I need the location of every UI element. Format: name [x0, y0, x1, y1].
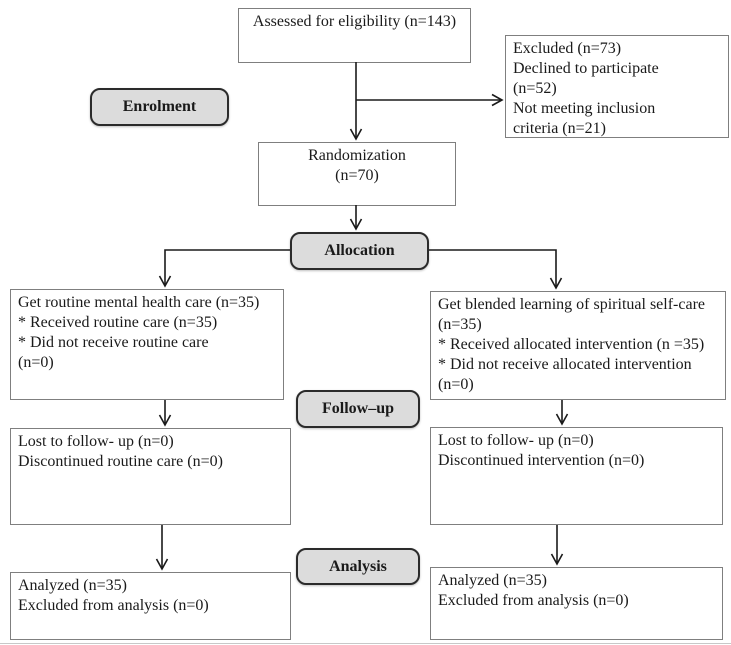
box-text-line: (n=70): [335, 167, 379, 184]
box-text-line: * Did not receive allocated intervention: [438, 356, 692, 373]
stage-label-followup: Follow–up: [296, 390, 420, 428]
box-text-line: Excluded from analysis (n=0): [438, 592, 629, 609]
box-text-line: Analyzed (n=35): [438, 572, 547, 589]
stage-label-enrolment-text: Enrolment: [122, 98, 197, 115]
stage-label-allocation-text: Allocation: [324, 242, 395, 259]
box-text-line: Assessed for eligibility (n=143): [252, 13, 457, 30]
stage-label-analysis: Analysis: [296, 548, 420, 585]
box-text-line: criteria (n=21): [513, 120, 606, 137]
box-control-analysis: Analyzed (n=35) Excluded from analysis (n…: [10, 572, 291, 640]
box-intervention-followup: Lost to follow- up (n=0) Discontinued int…: [430, 427, 723, 525]
box-text-line: Excluded from analysis (n=0): [18, 597, 209, 614]
box-text-line: (n=0): [18, 354, 54, 371]
box-text-line: Discontinued routine care (n=0): [18, 453, 223, 470]
box-text-line: * Received routine care (n=35): [18, 314, 218, 331]
stage-label-followup-text: Follow–up: [321, 400, 394, 417]
box-text-line: Declined to participate: [513, 60, 659, 77]
box-text-line: (n=35): [438, 316, 482, 333]
box-randomization: Randomization (n=70): [258, 142, 456, 206]
box-text-line: (n=52): [513, 80, 557, 97]
box-text-line: Randomization: [308, 147, 406, 164]
arrow-allocation-to-intervention: [429, 249, 563, 290]
box-text-line: Lost to follow- up (n=0): [438, 432, 594, 449]
box-text-line: Lost to follow- up (n=0): [18, 433, 174, 450]
figure-bottom-rule: [0, 643, 731, 644]
stage-label-enrolment: Enrolment: [90, 88, 229, 126]
box-text-line: Excluded (n=73): [513, 40, 622, 57]
box-text-line: Not meeting inclusion: [513, 100, 656, 117]
box-control-followup: Lost to follow- up (n=0) Discontinued rou…: [10, 428, 291, 525]
box-control-allocation: Get routine mental health care (n=35) * R…: [10, 289, 284, 400]
box-intervention-analysis: Analyzed (n=35) Excluded from analysis (n…: [430, 567, 723, 640]
box-text-line: (n=0): [438, 376, 474, 393]
box-excluded: Excluded (n=73) Declined to participate (n…: [505, 35, 729, 138]
box-text-line: Get routine mental health care (n=35): [18, 294, 260, 311]
box-text-line: Discontinued intervention (n=0): [438, 452, 645, 469]
box-intervention-allocation: Get blended learning of spiritual self-c…: [430, 291, 726, 400]
arrow-allocation-to-control: [158, 249, 290, 288]
box-text-line: Analyzed (n=35): [18, 577, 127, 594]
box-text-line: * Received allocated intervention (n =35…: [438, 336, 705, 353]
box-text-line: Get blended learning of spiritual self-c…: [438, 296, 705, 313]
stage-label-analysis-text: Analysis: [329, 557, 387, 575]
box-assessed-eligibility: Assessed for eligibility (n=143): [238, 8, 471, 63]
box-text-line: * Did not receive routine care: [18, 334, 209, 351]
stage-label-allocation: Allocation: [290, 232, 429, 270]
